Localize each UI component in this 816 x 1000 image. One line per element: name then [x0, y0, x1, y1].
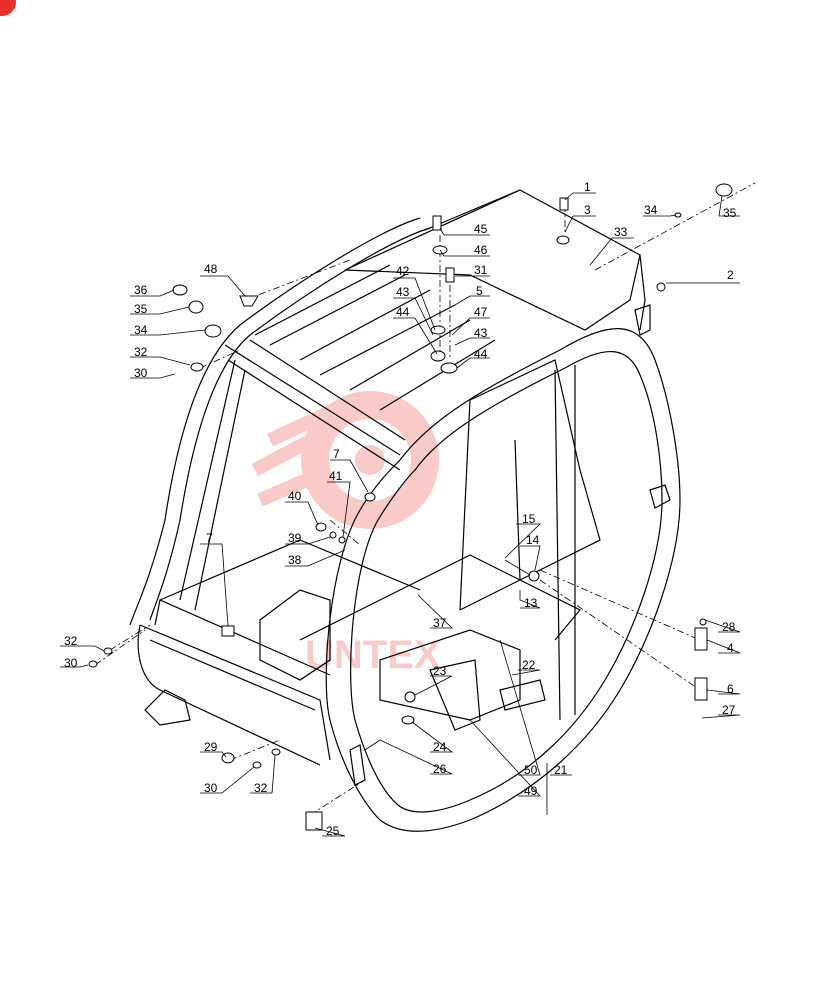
callout-6: 6: [727, 682, 734, 696]
callout-45: 45: [474, 222, 488, 236]
pin-part-45: [432, 215, 442, 231]
hinge-part-6: [694, 677, 708, 701]
callout-7-left: 7: [206, 531, 213, 545]
callout-43: 43: [396, 285, 410, 299]
callout-41: 41: [329, 469, 343, 483]
callout-44-right: 44: [474, 347, 488, 361]
callout-27: 27: [722, 703, 736, 717]
watermark-logo: UNTEX: [251, 391, 441, 677]
washer-part-3: [556, 235, 570, 245]
callout-7: 7: [333, 447, 340, 461]
callout-14: 14: [526, 533, 540, 547]
nut-part-44: [440, 362, 458, 374]
callout-25: 25: [326, 824, 340, 838]
callout-47: 47: [474, 305, 488, 319]
callout-33: 33: [614, 225, 628, 239]
callout-15: 15: [522, 512, 536, 526]
part-40: [315, 522, 327, 532]
callout-38: 38: [288, 553, 302, 567]
callout-30-lower: 30: [64, 656, 78, 670]
callout-13: 13: [524, 596, 538, 610]
callout-22: 22: [522, 658, 536, 672]
nut-part-35: [188, 300, 204, 314]
bracket-part-25: [305, 811, 323, 831]
callout-labels: 1 3 34 35 33 45 46 2 31 48 42 5 36 43 35…: [64, 180, 737, 838]
callout-23: 23: [433, 664, 447, 678]
callout-34: 34: [644, 203, 658, 217]
callout-30-bottom: 30: [204, 781, 218, 795]
callout-50: 50: [524, 763, 538, 777]
callout-48: 48: [204, 262, 218, 276]
callout-34-left: 34: [134, 323, 148, 337]
pin-part-1: [559, 197, 569, 211]
washer-part-32c: [271, 748, 281, 756]
part-28: [699, 618, 707, 626]
callout-49: 49: [524, 784, 538, 798]
seal-part-34: [204, 324, 222, 338]
callout-44: 44: [396, 305, 410, 319]
callout-43-right: 43: [474, 326, 488, 340]
corner-badge-icon: [0, 0, 16, 16]
small-parts: [88, 183, 733, 831]
washer-part-32b: [103, 647, 113, 655]
part-30b: [88, 660, 98, 668]
pin-part-31: [445, 267, 455, 283]
callout-26: 26: [433, 762, 447, 776]
watermark-text: UNTEX: [305, 633, 441, 677]
assembly-lines: [94, 182, 756, 816]
washer-part-43: [430, 325, 446, 335]
callout-4: 4: [727, 641, 734, 655]
callout-5: 5: [476, 284, 483, 298]
callout-46: 46: [474, 243, 488, 257]
bolt-part-2: [656, 282, 666, 292]
callout-3: 3: [584, 203, 591, 217]
washer-part-32: [190, 362, 204, 372]
callout-32-lower: 32: [64, 634, 78, 648]
callout-32-left: 32: [134, 345, 148, 359]
leader-lines: [60, 192, 741, 837]
part-30c: [252, 761, 262, 769]
callout-21: 21: [554, 763, 568, 777]
part-23: [404, 691, 416, 703]
callout-1: 1: [584, 180, 591, 194]
callout-32-bottom: 32: [254, 781, 268, 795]
part-7b: [221, 625, 235, 637]
callout-36: 36: [134, 283, 148, 297]
callout-42: 42: [396, 264, 410, 278]
callout-39: 39: [288, 531, 302, 545]
callout-30-left: 30: [134, 366, 148, 380]
nut-part-44b: [430, 350, 446, 362]
callout-37: 37: [433, 616, 447, 630]
cab-frame: [129, 189, 681, 832]
hinge-part-4: [694, 627, 708, 651]
callout-29: 29: [204, 740, 218, 754]
washer-part-14: [528, 570, 540, 582]
callout-40: 40: [288, 489, 302, 503]
callout-35: 35: [723, 206, 737, 220]
nut-part-7: [364, 492, 376, 502]
cap-part-36: [172, 284, 188, 296]
callout-24: 24: [433, 740, 447, 754]
nut-part-35b: [715, 183, 733, 197]
part-41: [338, 536, 346, 544]
callout-28: 28: [722, 620, 736, 634]
bolt-part-15: [504, 559, 531, 576]
part-24: [401, 715, 415, 725]
callout-31: 31: [474, 263, 488, 277]
callout-35-left: 35: [134, 302, 148, 316]
part-39: [329, 531, 337, 539]
cap-part-48: [239, 295, 259, 307]
callout-2: 2: [727, 268, 734, 282]
